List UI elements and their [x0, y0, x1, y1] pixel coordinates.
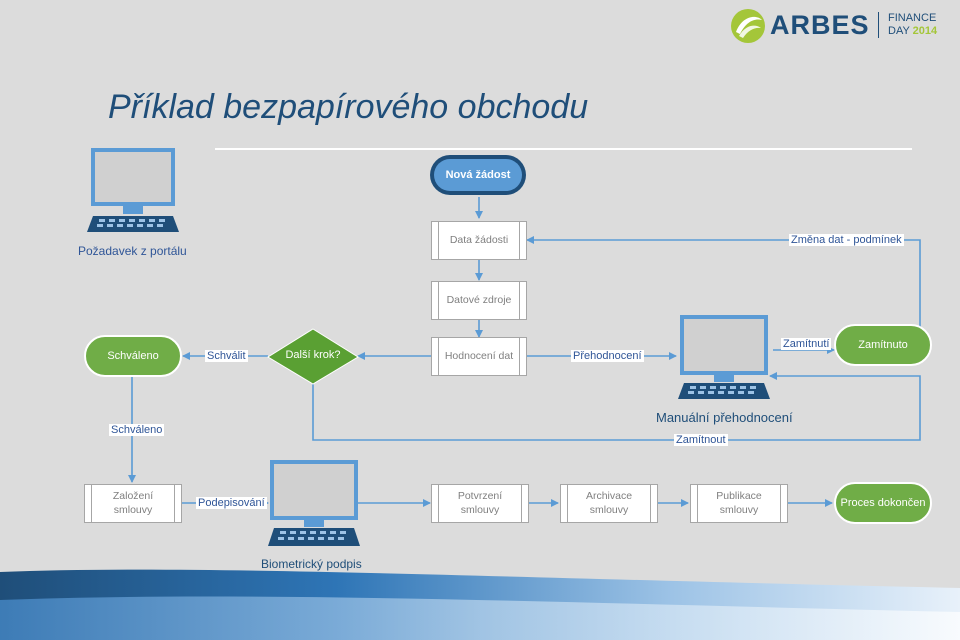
- node-zalozeni-label-1: Založení: [112, 490, 154, 502]
- laptop-icon: [87, 148, 179, 232]
- laptop-icon: [678, 315, 770, 399]
- node-zalozeni-smlouvy[interactable]: Založení smlouvy: [84, 484, 182, 523]
- node-nova-zadost-label: Nová žádost: [445, 169, 511, 181]
- node-publikace-smlouvy[interactable]: Publikace smlouvy: [690, 484, 788, 523]
- node-data-zadosti-label: Data žádosti: [449, 234, 509, 246]
- node-archivace-label-2: smlouvy: [589, 504, 629, 516]
- decision-diamond[interactable]: [266, 328, 360, 386]
- node-archivace-smlouvy[interactable]: Archivace smlouvy: [560, 484, 658, 523]
- node-publikace-label-2: smlouvy: [719, 504, 759, 516]
- label-zmena-dat: Změna dat - podmínek: [789, 234, 904, 246]
- label-schvaleno-mid: Schváleno: [109, 424, 165, 436]
- event-line2-prefix: DAY: [888, 25, 913, 37]
- event-line1: FINANCE: [888, 12, 937, 24]
- node-datove-zdroje[interactable]: Datové zdroje: [431, 281, 527, 320]
- label-pozadavek-z-portalu: Požadavek z portálu: [78, 244, 187, 258]
- arrow-zamitnout-loop: [312, 372, 921, 441]
- node-schvaleno[interactable]: Schváleno: [84, 335, 182, 377]
- node-zamitnuto[interactable]: Zamítnuto: [834, 324, 932, 366]
- decision-label: Další krok?: [285, 349, 341, 361]
- label-schvalit: Schválit: [205, 350, 248, 362]
- node-nova-zadost[interactable]: Nová žádost: [430, 155, 526, 195]
- node-hodnoceni-dat-label: Hodnocení dat: [444, 350, 514, 362]
- arbes-logo-mark-icon: [731, 9, 765, 43]
- slide-title: Příklad bezpapírového obchodu: [108, 88, 589, 126]
- brand-name: ARBES: [770, 10, 870, 40]
- logo-separator: [878, 12, 879, 38]
- label-biometricky-podpis: Biometrický podpis: [261, 557, 362, 571]
- node-schvaleno-label: Schváleno: [107, 350, 159, 362]
- node-datove-zdroje-label: Datové zdroje: [446, 294, 512, 306]
- event-line2: DAY 2014: [888, 25, 937, 37]
- label-zamitnuti: Zamítnutí: [781, 338, 832, 350]
- node-proces-dokoncen-label: Proces dokončen: [840, 497, 926, 509]
- label-prehodnoceni: Přehodnocení: [571, 350, 644, 362]
- node-zamitnuto-label: Zamítnuto: [858, 339, 908, 351]
- label-manualni-prehodnoceni: Manuální přehodnocení: [656, 410, 793, 425]
- node-hodnoceni-dat[interactable]: Hodnocení dat: [431, 337, 527, 376]
- title-divider: [215, 148, 912, 150]
- footer-wave: [0, 569, 960, 640]
- label-zamitnout: Zamítnout: [674, 434, 728, 446]
- label-podepisovani: Podepisování: [196, 497, 267, 509]
- node-potvrzeni-smlouvy[interactable]: Potvrzení smlouvy: [431, 484, 529, 523]
- node-data-zadosti[interactable]: Data žádosti: [431, 221, 527, 260]
- node-publikace-label-1: Publikace: [716, 490, 762, 502]
- node-archivace-label-1: Archivace: [585, 490, 633, 502]
- event-year: 2014: [912, 25, 938, 37]
- node-proces-dokoncen[interactable]: Proces dokončen: [834, 482, 932, 524]
- node-potvrzeni-label-1: Potvrzení: [457, 490, 503, 502]
- arrow-zmena-dat: [526, 236, 921, 350]
- node-potvrzeni-label-2: smlouvy: [460, 504, 500, 516]
- laptop-icon: [268, 460, 360, 546]
- node-zalozeni-label-2: smlouvy: [113, 504, 153, 516]
